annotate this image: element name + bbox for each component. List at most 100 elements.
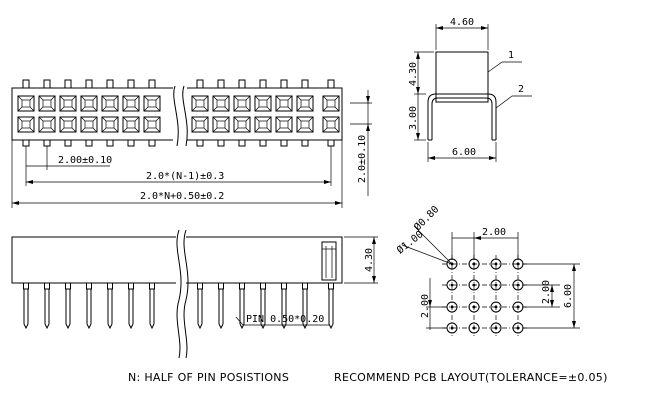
pin-cell-corner bbox=[266, 116, 272, 122]
front-pin-collar bbox=[260, 282, 266, 290]
pin-cell-corner bbox=[80, 106, 86, 112]
pcb-hole-center bbox=[494, 326, 498, 330]
pin-cell-corner bbox=[334, 106, 340, 112]
pin-cell-inner bbox=[216, 99, 226, 108]
pin-cell-corner bbox=[275, 116, 281, 122]
pin-cell-inner bbox=[237, 120, 247, 129]
pin-cell-inner bbox=[258, 120, 268, 129]
pcb-pitch-v-left-label: 2.00 bbox=[420, 294, 431, 318]
pin-cell-outer bbox=[322, 116, 340, 133]
pin-cell-corner bbox=[296, 95, 302, 101]
front-height-dim-label: 4.30 bbox=[364, 248, 375, 272]
pcb-hole bbox=[490, 301, 502, 313]
pin-cell-corner bbox=[71, 116, 77, 122]
pin-cell-corner bbox=[245, 106, 251, 112]
front-pin-collar bbox=[149, 282, 155, 290]
top-view: 2.00±0.10 2.0*(N-1)±0.3 2.0*N+0.50±0.2 2… bbox=[11, 79, 372, 208]
pin-cell-corner bbox=[233, 127, 239, 133]
pin-cell-corner bbox=[80, 116, 86, 122]
pin-cell-inner bbox=[216, 120, 226, 129]
pin-cell-corner bbox=[296, 106, 302, 112]
pin-cell-corner bbox=[101, 95, 107, 101]
pin-cell-corner bbox=[50, 95, 56, 101]
pin-cell-corner bbox=[29, 116, 35, 122]
pcb-hole-center bbox=[516, 262, 520, 266]
side-view-body bbox=[435, 51, 489, 103]
pin-cell-corner bbox=[134, 127, 140, 133]
top-pin-stub bbox=[196, 79, 204, 89]
pin-cell-corner bbox=[296, 127, 302, 133]
pcb-hole-center bbox=[450, 283, 454, 287]
pin-cell-corner bbox=[122, 95, 128, 101]
bottom-pin-stub bbox=[259, 139, 267, 147]
top-pin-stub bbox=[106, 79, 114, 89]
pin-cell-corner bbox=[233, 106, 239, 112]
pin-cell-corner bbox=[92, 106, 98, 112]
front-pin-tip bbox=[149, 323, 155, 330]
pin-cell-corner bbox=[224, 116, 230, 122]
front-view-break-line bbox=[176, 229, 182, 359]
side-pin-span-label: 6.00 bbox=[452, 147, 476, 158]
pin-cell-inner bbox=[326, 120, 336, 129]
top-pin-stub bbox=[43, 79, 51, 89]
pcb-hole-center bbox=[494, 305, 498, 309]
pin-cell-corner bbox=[134, 106, 140, 112]
bottom-pin-stub bbox=[85, 139, 93, 147]
pin-cell-outer bbox=[233, 95, 251, 112]
top-pin-cells bbox=[17, 95, 340, 133]
front-pin-collar bbox=[239, 282, 245, 290]
pcb-layout: 2.00 Ø0.80 Ø1.00 2.00 2.00 6.00 bbox=[394, 203, 580, 336]
pin-cell-corner bbox=[113, 106, 119, 112]
pin-cell-corner bbox=[334, 116, 340, 122]
pin-cell-inner bbox=[147, 120, 157, 129]
pin-cell-corner bbox=[224, 95, 230, 101]
pin-cell-corner bbox=[266, 127, 272, 133]
callout-1: 1 bbox=[508, 50, 514, 61]
pin-cell-corner bbox=[308, 106, 314, 112]
pin-cell-inner bbox=[300, 99, 310, 108]
pin-cell-corner bbox=[101, 127, 107, 133]
pin-cell-corner bbox=[224, 127, 230, 133]
pcb-pitch-h-label: 2.00 bbox=[482, 227, 506, 238]
pin-cell-corner bbox=[287, 127, 293, 133]
row-length-dim-label: 2.0*(N-1)±0.3 bbox=[146, 171, 224, 182]
pin-cell-inner bbox=[195, 99, 205, 108]
top-pin-stub bbox=[22, 79, 30, 89]
front-view-pins bbox=[23, 282, 334, 330]
pin-cell-corner bbox=[143, 106, 149, 112]
pcb-hole-center bbox=[472, 283, 476, 287]
front-pin-collar bbox=[128, 282, 134, 290]
pin-cell-outer bbox=[275, 95, 293, 112]
front-view: 4.30 PIN 0.50*0.20 bbox=[11, 229, 378, 360]
pin-cell-corner bbox=[334, 95, 340, 101]
pcb-pitch-v-right-label: 2.00 bbox=[541, 280, 552, 304]
pin-cell-outer bbox=[143, 116, 161, 133]
pin-cell-corner bbox=[212, 95, 218, 101]
pcb-hole-center bbox=[472, 305, 476, 309]
side-view-contact-outer bbox=[431, 97, 493, 140]
top-pin-stub bbox=[327, 79, 335, 89]
bottom-pin-stub bbox=[148, 139, 156, 147]
pin-cell-corner bbox=[322, 106, 328, 112]
pin-cell-corner bbox=[266, 95, 272, 101]
pcb-hole bbox=[446, 301, 458, 313]
pin-cell-corner bbox=[92, 116, 98, 122]
front-pin-collar bbox=[218, 282, 224, 290]
bottom-pin-stub bbox=[196, 139, 204, 147]
pin-cell-outer bbox=[38, 95, 56, 112]
pin-cell-outer bbox=[80, 95, 98, 112]
pin-cell-corner bbox=[155, 106, 161, 112]
pin-cell-inner bbox=[326, 99, 336, 108]
pin-cell-corner bbox=[122, 127, 128, 133]
pin-cell-outer bbox=[101, 116, 119, 133]
pin-cell-corner bbox=[254, 95, 260, 101]
pin-cell-inner bbox=[105, 99, 115, 108]
half-pin-note: N: HALF OF PIN POSISTIONS bbox=[128, 371, 289, 384]
bottom-pin-stub bbox=[301, 139, 309, 147]
pin-cell-outer bbox=[191, 95, 209, 112]
pin-cell-inner bbox=[84, 99, 94, 108]
pcb-hole-center bbox=[516, 305, 520, 309]
top-pin-stub bbox=[85, 79, 93, 89]
pin-cell-corner bbox=[17, 116, 23, 122]
pin-cell-corner bbox=[59, 106, 65, 112]
